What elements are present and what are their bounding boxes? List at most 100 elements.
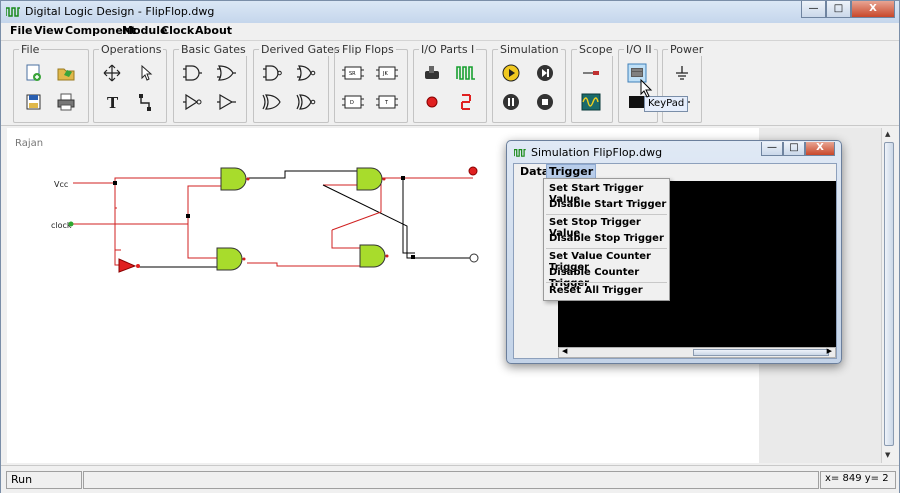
mouse-cursor-icon (640, 79, 653, 98)
group-basic-gates: Basic Gates (173, 43, 248, 123)
keypad-icon[interactable] (627, 63, 647, 83)
group-label: Basic Gates (179, 43, 248, 56)
menu-item-set-start-trigger[interactable]: Set Start Trigger Value (549, 183, 644, 205)
scroll-up-icon[interactable]: ▲ (885, 130, 891, 138)
close-button[interactable]: X (851, 1, 895, 18)
menu-item-set-counter-trigger[interactable]: Set Value Counter Trigger (549, 251, 651, 273)
status-mode-panel: Run (6, 471, 82, 489)
d-flipflop-icon[interactable]: D (341, 92, 365, 112)
svg-text:T: T (107, 94, 119, 112)
menu-item-disable-stop-trigger[interactable]: Disable Stop Trigger (549, 233, 664, 244)
group-label: I/O II (624, 43, 654, 56)
menu-item-set-stop-trigger[interactable]: Set Stop Trigger Value (549, 217, 641, 239)
group-file: File (13, 43, 89, 123)
buffer-gate-icon[interactable] (216, 92, 236, 112)
oscilloscope-icon[interactable] (581, 92, 601, 112)
move-icon[interactable] (102, 63, 122, 83)
gate-output-dots (242, 177, 389, 261)
new-file-icon[interactable] (24, 63, 44, 83)
app-icon (6, 7, 20, 17)
svg-text:T: T (384, 100, 389, 106)
sim-horizontal-scrollbar[interactable]: ◀ ▶ (558, 347, 836, 358)
svg-text:SR: SR (349, 71, 356, 77)
sim-minimize-button[interactable]: — (761, 142, 783, 156)
svg-text:JK: JK (382, 71, 388, 77)
menu-file[interactable]: File (10, 24, 33, 37)
sim-maximize-button[interactable]: □ (783, 142, 805, 156)
display-icon[interactable] (627, 92, 647, 112)
xnor-gate-icon[interactable] (296, 92, 316, 112)
open-file-icon[interactable] (56, 63, 76, 83)
minimize-button[interactable]: — (801, 1, 826, 18)
pause-icon[interactable] (501, 92, 521, 112)
menu-item-disable-start-trigger[interactable]: Disable Start Trigger (549, 199, 667, 210)
menu-separator (546, 248, 667, 249)
text-tool-icon[interactable]: T (102, 92, 122, 112)
vertical-scrollbar[interactable]: ▲ ▼ (881, 128, 896, 463)
title-bar: Digital Logic Design - FlipFlop.dwg — □ … (1, 1, 899, 23)
and-gate-4 (359, 244, 386, 268)
sim-window-title: Simulation FlipFlop.dwg (531, 146, 663, 159)
clock-pulse-icon[interactable] (456, 63, 476, 83)
t-flipflop-icon[interactable]: T (375, 92, 399, 112)
output-led-qbar[interactable] (469, 253, 479, 263)
scroll-thumb[interactable] (884, 142, 894, 446)
scroll-left-icon[interactable]: ◀ (562, 347, 568, 355)
probe-icon[interactable] (581, 63, 601, 83)
group-simulation: Simulation (492, 43, 566, 123)
led-icon[interactable] (422, 92, 442, 112)
menu-bar: File View Component Module Clock About (1, 23, 899, 39)
and-gate-icon[interactable] (182, 63, 202, 83)
save-file-icon[interactable] (24, 92, 44, 112)
status-coords: x= 849 y= 2 (825, 473, 889, 484)
group-scope: Scope (571, 43, 615, 123)
menu-view[interactable]: View (34, 24, 64, 37)
jk-flipflop-icon[interactable]: JK (375, 63, 399, 83)
group-label: Flip Flops (340, 43, 396, 56)
toolbar: File Operations T Basic Gates Derived Ga… (1, 40, 899, 126)
menu-module[interactable]: Module (122, 24, 168, 37)
sim-menu-data[interactable]: Data (520, 165, 550, 178)
sim-close-button[interactable]: X (805, 142, 835, 156)
scroll-right-icon[interactable]: ▶ (826, 347, 832, 355)
seven-segment-icon[interactable] (456, 92, 476, 112)
sim-scroll-thumb[interactable] (693, 349, 829, 356)
wire-tool-icon[interactable] (136, 92, 156, 112)
output-led-q[interactable] (468, 166, 478, 176)
circuit-diagram (68, 166, 479, 273)
nor-gate-icon[interactable] (296, 63, 316, 83)
sim-menu-trigger[interactable]: Trigger (546, 164, 597, 179)
sr-flipflop-icon[interactable]: SR (341, 63, 365, 83)
pointer-icon[interactable] (136, 63, 156, 83)
not-bubble (136, 264, 140, 268)
print-icon[interactable] (56, 92, 76, 112)
scroll-down-icon[interactable]: ▼ (885, 451, 891, 459)
group-io-parts-1: I/O Parts I (413, 43, 487, 123)
ground-icon[interactable] (672, 63, 692, 83)
maximize-button[interactable]: □ (826, 1, 851, 18)
menu-component[interactable]: Component (65, 24, 136, 37)
switch-icon[interactable] (422, 63, 442, 83)
step-icon[interactable] (535, 63, 555, 83)
group-flip-flops: Flip Flops SR JK D T (334, 43, 408, 123)
trigger-menu: Set Start Trigger Value Disable Start Tr… (543, 178, 670, 301)
menu-clock[interactable]: Clock (161, 24, 195, 37)
not-gate-icon[interactable] (182, 92, 202, 112)
keypad-tooltip: KeyPad (644, 96, 689, 112)
stop-icon[interactable] (535, 92, 555, 112)
group-label: Simulation (498, 43, 561, 56)
group-label: Operations (99, 43, 164, 56)
group-label: Power (668, 43, 706, 56)
menu-separator (546, 214, 667, 215)
play-icon[interactable] (501, 63, 521, 83)
menu-item-disable-counter-trigger[interactable]: Disable Counter Trigger (549, 267, 640, 289)
clock-pin[interactable] (68, 221, 74, 227)
nand-gate-icon[interactable] (262, 63, 282, 83)
xor-gate-icon[interactable] (262, 92, 282, 112)
or-gate-icon[interactable] (216, 63, 236, 83)
menu-about[interactable]: About (195, 24, 233, 37)
circuit-wires (73, 170, 473, 268)
menu-item-reset-all-trigger[interactable]: Reset All Trigger (549, 285, 643, 296)
menu-separator (546, 282, 667, 283)
group-label: Scope (577, 43, 615, 56)
